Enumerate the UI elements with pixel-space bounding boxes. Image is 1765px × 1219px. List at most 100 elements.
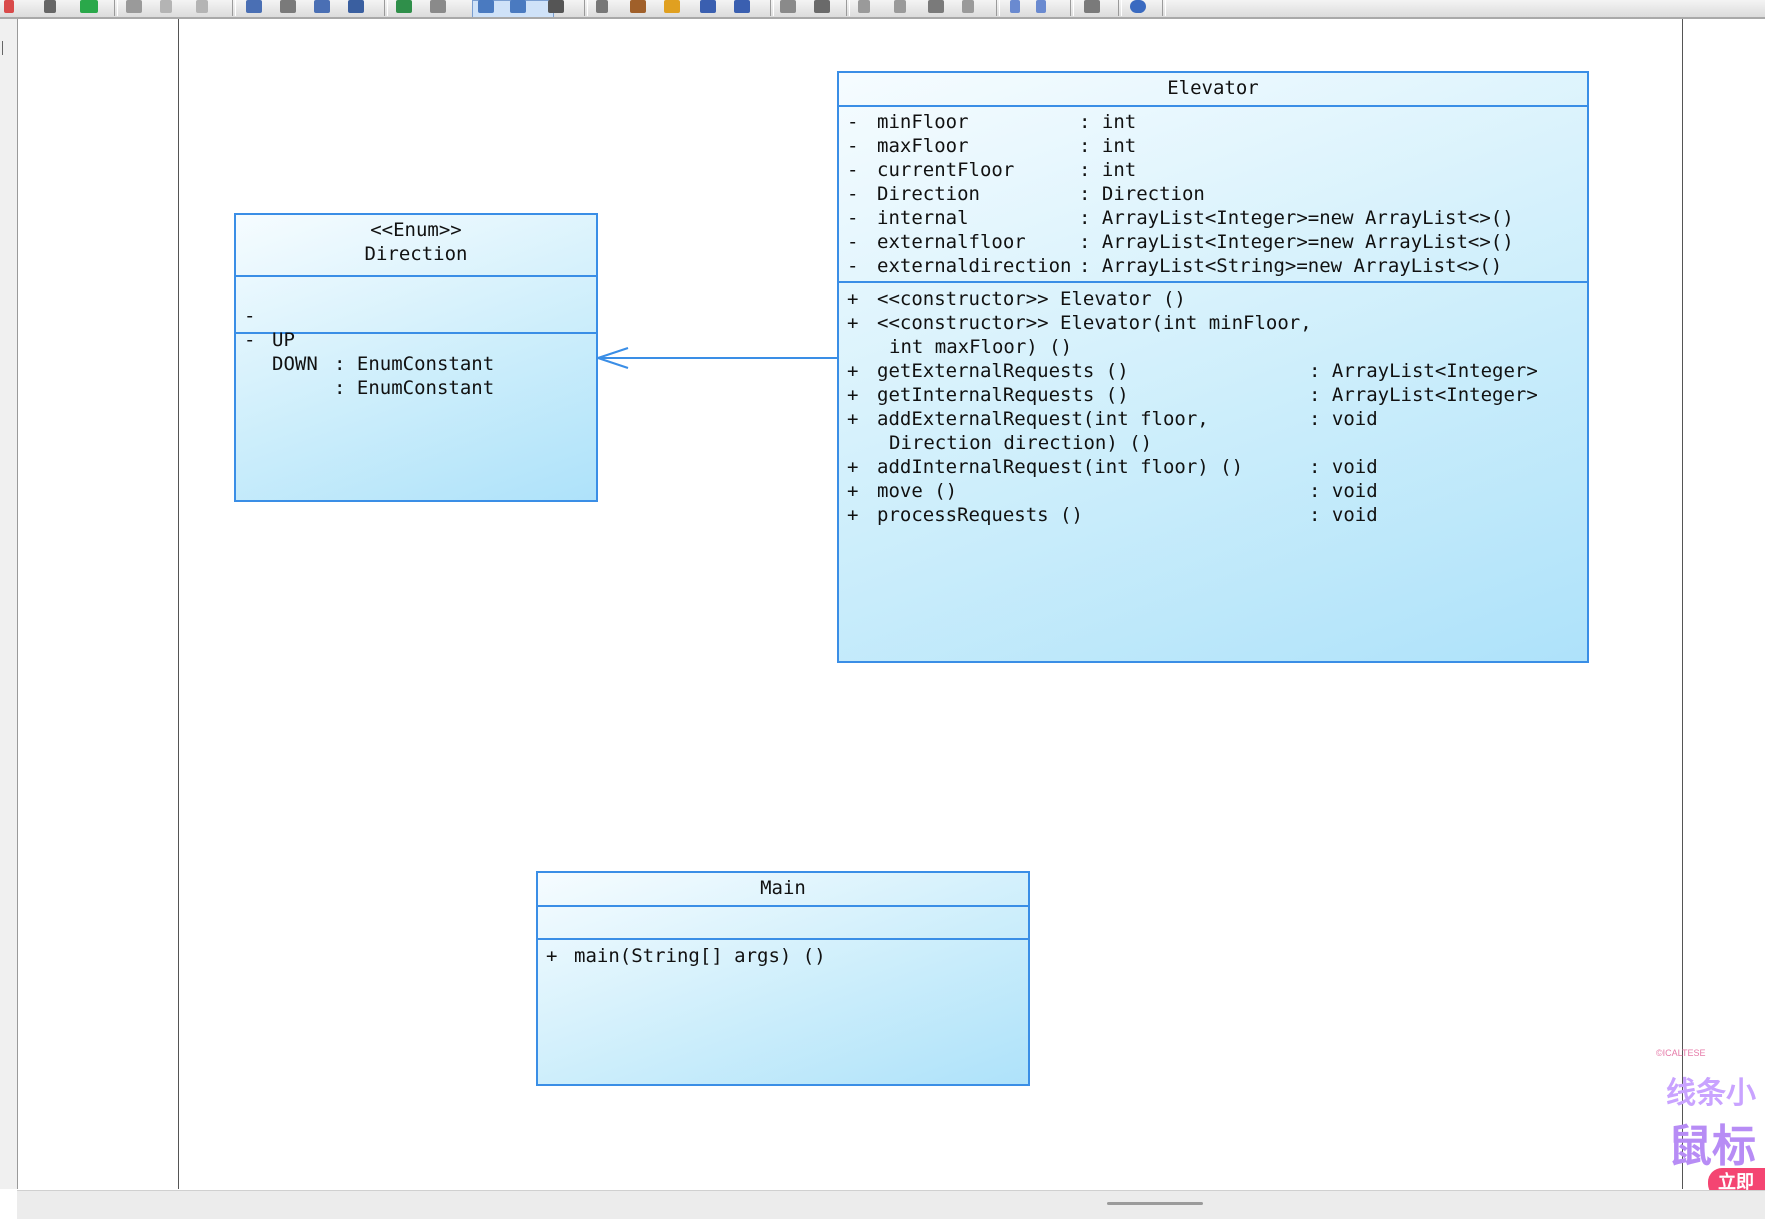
toolbar-new-icon[interactable] [596,0,608,13]
elevator-attr-row: -maxFloor: int [839,134,1587,158]
toolbar-refresh-icon[interactable] [396,0,412,13]
operation-signature: addExternalRequest(int floor, [877,408,1209,430]
attribute-type: : int [1079,111,1137,133]
toolbar-align-left-icon[interactable] [246,0,262,13]
elevator-attr-row: -internal: ArrayList<Integer>=new ArrayL… [839,206,1587,230]
ruler-marker [2,41,6,55]
toolbar-copy-icon[interactable] [894,0,906,13]
toolbar-layout-icon[interactable] [430,0,446,13]
toolbar-text-icon[interactable] [126,0,142,13]
toolbar-distribute-icon[interactable] [348,0,364,13]
visibility-marker: + [546,945,558,967]
page-boundary-right [1682,19,1683,1189]
watermark-small-text: ©ICALTESE [1656,1048,1706,1058]
toolbar-note-icon[interactable] [780,0,796,13]
elevator-class[interactable]: Elevator -minFloor: int -maxFloor: int -… [837,71,1589,663]
elevator-attr-row: -externaldirection: ArrayList<String>=ne… [839,254,1587,278]
toolbar-a-icon[interactable] [80,0,98,13]
elevator-op-row: +addInternalRequest(int floor) (): void [839,455,1587,479]
toolbar-separator [1162,0,1166,16]
toolbar-redo-icon[interactable] [4,0,14,13]
elevator-op-row: + <<constructor>> Elevator(int minFloor, [839,311,1587,335]
toolbar-pointer-icon[interactable] [1010,0,1020,13]
toolbar-interface-icon[interactable] [734,0,750,13]
attribute-type: : ArrayList<Integer>=new ArrayList<>() [1079,207,1514,229]
watermark-line1: 线条小 [1666,1076,1756,1111]
visibility-marker: + [847,360,859,382]
attribute-type: : int [1079,135,1137,157]
toolbar-align-center-icon[interactable] [280,0,296,13]
return-type: : void [1309,408,1378,430]
toolbar-print-icon[interactable] [1084,0,1100,13]
visibility-marker: - [244,305,256,327]
toolbar-fit-icon[interactable] [510,0,526,13]
toolbar-align-right-icon[interactable] [314,0,330,13]
toolbar-zoom-icon[interactable] [478,0,494,13]
operation-signature: getExternalRequests () [877,360,1129,382]
operation-signature: move () [877,480,958,502]
return-type: : ArrayList<Integer> [1309,384,1538,406]
toolbar-package-icon[interactable] [630,0,646,13]
visibility-marker: + [847,480,859,502]
toolbar-class-icon[interactable] [700,0,716,13]
main-class[interactable]: Main +main(String[] args) () [536,871,1030,1086]
operation-signature: processRequests () [877,504,1083,526]
elevator-op-row: +move (): void [839,479,1587,503]
visibility-marker: + [847,504,859,526]
toolbar-delete-icon[interactable] [962,0,974,13]
toolbar-scissors-icon[interactable] [858,0,870,13]
toolbar-arrow-right-icon[interactable] [196,0,208,13]
main-op-row: + main(String[] args) () [538,944,1028,968]
elevator-attr-row: -currentFloor: int [839,158,1587,182]
toolbar-undo-icon[interactable] [160,0,172,13]
toolbar-separator [584,0,588,16]
main-operations: + main(String[] args) () [538,940,1028,968]
elevator-op-row-continuation: Direction direction) () [839,431,1587,455]
attribute-name: DOWN [272,353,318,375]
scrollbar-thumb[interactable] [1107,1202,1203,1205]
page-boundary-left [178,19,179,1189]
toolbar-line-icon[interactable] [1036,0,1046,13]
toolbar-help-icon[interactable] [1130,0,1146,13]
toolbar-folder-icon[interactable] [664,0,680,13]
visibility-marker: - [244,329,256,351]
visibility-marker: + [847,312,859,334]
horizontal-scrollbar[interactable] [17,1190,1765,1219]
operation-signature-continued: Direction direction) () [889,432,1153,454]
direction-enum-class[interactable]: <<Enum>> Direction - UP : EnumConstant -… [234,213,598,502]
toolbar-separator [846,0,850,16]
attribute-name: maxFloor [877,135,969,157]
elevator-name: Elevator [1167,77,1259,99]
visibility-marker: - [847,159,859,181]
return-type: : void [1309,504,1378,526]
elevator-op-row: + processRequests () : void [839,503,1587,527]
toolbar-separator [770,0,774,16]
direction-attr-row: - DOWN : EnumConstant [236,304,596,399]
left-ruler [0,19,18,1189]
watermark-overlay: ©ICALTESE 线条小 鼠标 立即 [1648,1048,1765,1198]
toolbar-page-icon[interactable] [548,0,564,13]
visibility-marker: + [847,288,859,310]
toolbar-paste-icon[interactable] [928,0,944,13]
toolbar-separator [114,0,118,16]
attribute-type: : EnumConstant [334,353,495,375]
direction-attributes: - UP : EnumConstant - DOWN : EnumConstan… [236,277,596,399]
return-type: : ArrayList<Integer> [1309,360,1538,382]
toolbar-link-icon[interactable] [814,0,830,13]
elevator-op-row: +<<constructor>> Elevator () [839,287,1587,311]
visibility-marker: + [847,456,859,478]
operation-signature: main(String[] args) () [574,945,826,967]
direction-header: <<Enum>> Direction [236,215,596,277]
operation-signature: <<constructor>> Elevator(int minFloor, [877,312,1312,334]
toolbar-separator [232,0,236,16]
toolbar-check-icon[interactable] [44,0,56,13]
attribute-type: : int [1079,159,1137,181]
association-arrow[interactable] [590,340,840,380]
elevator-op-row: +addExternalRequest(int floor,: void [839,407,1587,431]
elevator-header: Elevator [839,73,1587,107]
visibility-marker: - [847,255,859,277]
elevator-op-row: + getInternalRequests () : ArrayList<Integ… [839,383,1587,407]
operation-signature: getInternalRequests () [877,384,1129,406]
visibility-marker: - [847,183,859,205]
visibility-marker: + [847,384,859,406]
